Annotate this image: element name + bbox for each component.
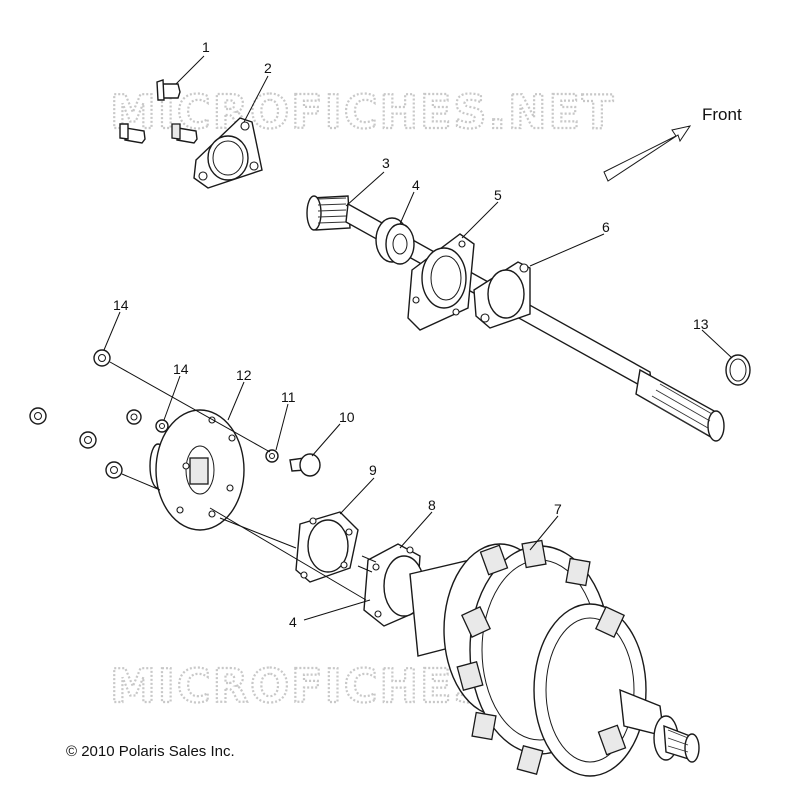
hub-plate-part-12 — [149, 409, 245, 531]
flange-housing-part-5 — [407, 233, 475, 331]
callout-labels: 1 2 3 4 5 6 13 14 14 12 11 10 9 8 7 4 — [113, 39, 709, 630]
o-ring-part-13 — [725, 354, 751, 386]
callout-leaders — [103, 55, 733, 621]
callout-12: 12 — [236, 367, 252, 383]
callout-8: 8 — [428, 497, 436, 513]
bearing-part-4 — [375, 217, 415, 265]
callout-9: 9 — [369, 462, 377, 478]
bolt-part-1 — [119, 79, 198, 144]
callout-11: 11 — [281, 389, 296, 405]
callout-13: 13 — [693, 316, 709, 332]
front-arrow — [603, 125, 692, 182]
gasket-part-6 — [473, 261, 531, 329]
flange-plate-part-2 — [193, 117, 263, 189]
callout-7: 7 — [554, 501, 562, 517]
copyright: © 2010 Polaris Sales Inc. — [66, 743, 235, 760]
nut-part-14 — [29, 349, 169, 479]
callout-14a: 14 — [113, 297, 129, 313]
callout-10: 10 — [339, 409, 355, 425]
callout-4b: 4 — [289, 614, 297, 630]
front-label: Front — [702, 105, 742, 124]
callout-6: 6 — [602, 219, 610, 235]
callout-5: 5 — [494, 187, 502, 203]
assembly-lines — [109, 361, 373, 601]
callout-4: 4 — [412, 177, 420, 193]
callout-2: 2 — [264, 60, 272, 76]
callout-3: 3 — [382, 155, 390, 171]
plug-part-10 — [289, 453, 321, 477]
drive-sprocket-part-7 — [409, 539, 700, 777]
callout-14b: 14 — [173, 361, 189, 377]
gasket-part-9 — [295, 511, 359, 583]
nut-part-11 — [265, 449, 279, 463]
callout-1: 1 — [202, 39, 210, 55]
